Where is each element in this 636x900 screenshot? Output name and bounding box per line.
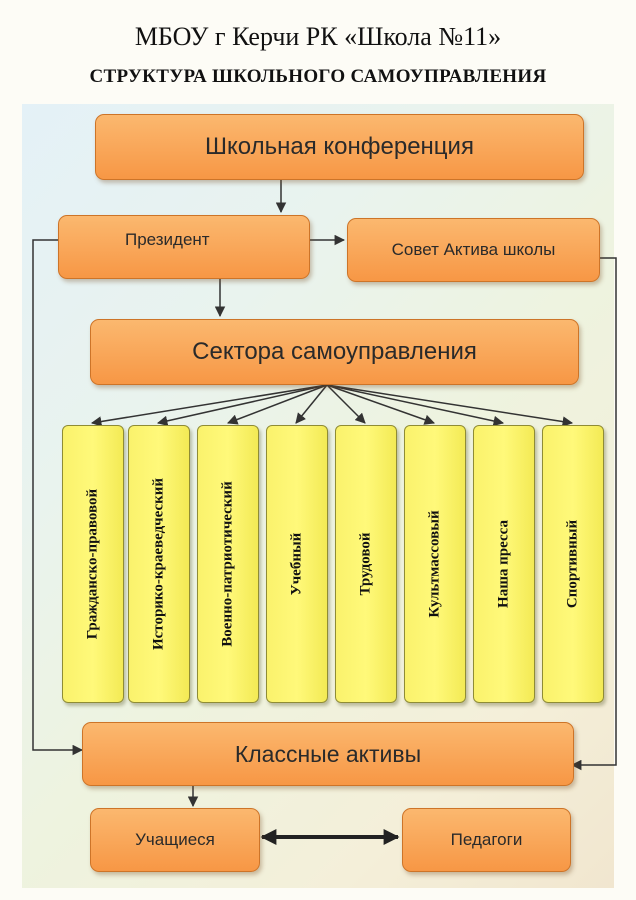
node-president: Президент — [58, 215, 310, 279]
node-sectors: Сектора самоуправления — [90, 319, 579, 385]
node-conference-label: Школьная конференция — [205, 133, 474, 160]
sector-item: Культмассовый — [404, 425, 466, 703]
arrow-sector-6 — [326, 384, 435, 425]
sector-item: Военно-патриотический — [197, 425, 259, 703]
node-council-label: Совет Актива школы — [391, 240, 556, 259]
node-sectors-label: Сектора самоуправления — [192, 338, 477, 365]
arrow-president-class-assets — [32, 239, 84, 756]
arrow-sector-2 — [156, 384, 328, 427]
node-class-assets: Классные активы — [82, 722, 574, 786]
page-subtitle: СТРУКТУРА ШКОЛЬНОГО САМОУПРАВЛЕНИЯ — [89, 66, 547, 87]
sector-item: Историко-краеведческий — [128, 425, 190, 703]
node-teachers: Педагоги — [402, 808, 571, 872]
sector-item: Наша пресса — [473, 425, 535, 703]
arrow-sector-7 — [326, 384, 505, 427]
arrow-sector-5 — [326, 384, 366, 424]
page-title: МБОУ г Керчи РК «Школа №11» — [134, 22, 502, 51]
node-students: Учащиеся — [90, 808, 260, 872]
node-council: Совет Актива школы — [347, 218, 600, 282]
sector-item: Трудовой — [335, 425, 397, 703]
arrow-council-class-assets — [570, 257, 617, 771]
arrow-sector-8 — [326, 384, 574, 427]
arrow-sector-1 — [90, 384, 328, 427]
node-conference: Школьная конференция — [95, 114, 584, 180]
node-class-assets-label: Классные активы — [234, 740, 422, 767]
node-teachers-label: Педагоги — [450, 830, 523, 849]
arrow-sector-4 — [295, 384, 328, 424]
node-students-label: Учащиеся — [135, 830, 215, 849]
sector-item: Спортивный — [542, 425, 604, 703]
node-president-label: Президент — [125, 230, 210, 249]
sector-item: Учебный — [266, 425, 328, 703]
sector-item: Гражданско-правовой — [62, 425, 124, 703]
arrow-sector-3 — [227, 384, 328, 425]
